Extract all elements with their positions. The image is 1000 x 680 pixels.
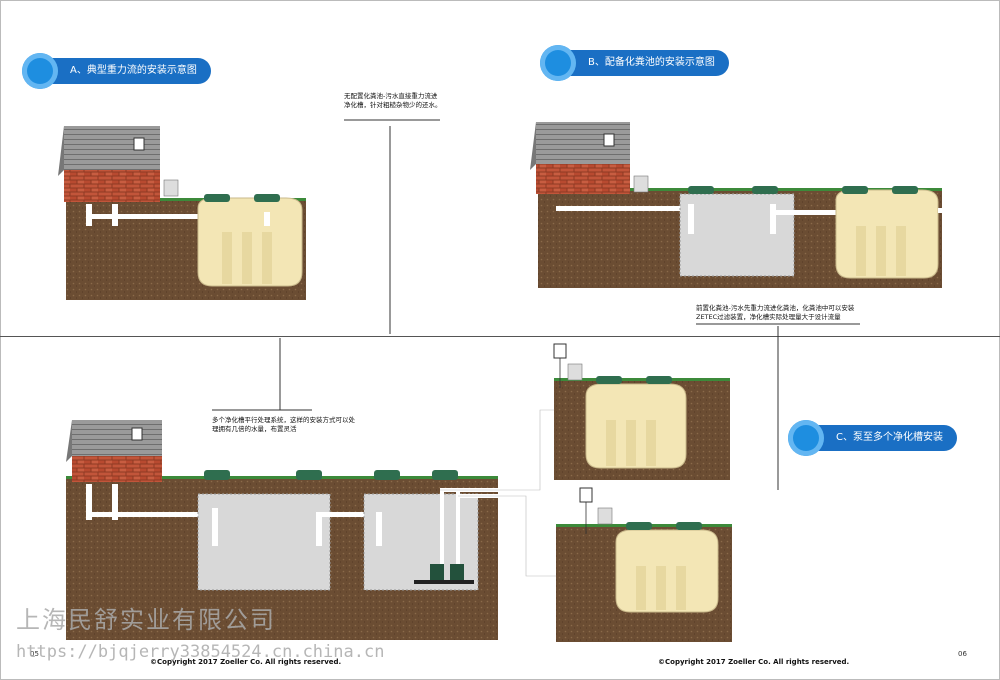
page-number-left: 05: [30, 650, 39, 658]
house-siding-a: [64, 126, 160, 170]
bullet-circle-icon: [788, 420, 824, 456]
house-brick-b: [536, 164, 630, 194]
section-a-title: A、典型重力流的安装示意图: [22, 53, 211, 89]
watermark-url: https://bjqjerry33854524.cn.china.cn: [16, 642, 385, 662]
section-c-label: C、泵至多个净化槽安装: [836, 432, 943, 443]
treatment-tank-b: [835, 189, 939, 279]
diagram-c-upper: [553, 343, 730, 480]
house-brick-a: [64, 170, 160, 202]
control-box-icon: [603, 133, 615, 147]
septic-tank-c: [197, 493, 331, 591]
note-a: 无配置化粪池-污水直接重力流进 净化槽，针对粗糙杂物少的还水。: [344, 92, 442, 109]
pump-icon: [450, 564, 464, 580]
control-box-icon: [553, 343, 567, 359]
copyright-left: ©Copyright 2017 Zoeller Co. All rights r…: [150, 658, 342, 666]
diagram-b: [530, 122, 962, 288]
diagram-c-main: [66, 420, 498, 640]
copyright-right: ©Copyright 2017 Zoeller Co. All rights r…: [658, 658, 850, 666]
pump-icon: [430, 564, 444, 580]
diagram-a: [58, 126, 306, 300]
control-box-icon: [579, 487, 593, 503]
section-b-title: B、配备化粪池的安装示意图: [540, 45, 729, 81]
control-box-icon: [133, 137, 145, 151]
section-a-label: A、典型重力流的安装示意图: [70, 65, 197, 76]
page-divider: [0, 336, 1000, 337]
control-box-icon: [131, 427, 143, 441]
note-b: 前置化粪池-污水先重力流进化粪池，化粪池中可以安装 ZETEC过滤装置，净化槽实…: [696, 304, 855, 321]
watermark-company: 上海民舒实业有限公司: [16, 606, 276, 634]
bullet-circle-icon: [22, 53, 58, 89]
septic-tank-b: [679, 193, 795, 277]
house-siding-b: [536, 122, 630, 164]
bullet-circle-icon: [540, 45, 576, 81]
diagram-c-lower: [556, 487, 732, 642]
house-siding-c: [72, 420, 162, 456]
note-c: 多个净化槽平行处理系统，这样的安装方式可以处 理拥有几倍的水量，布置灵活: [212, 416, 355, 433]
house-brick-c: [72, 456, 162, 482]
page-number-right: 06: [958, 650, 967, 658]
section-b-label: B、配备化粪池的安装示意图: [588, 57, 715, 68]
section-c-title: C、泵至多个净化槽安装: [788, 420, 957, 456]
